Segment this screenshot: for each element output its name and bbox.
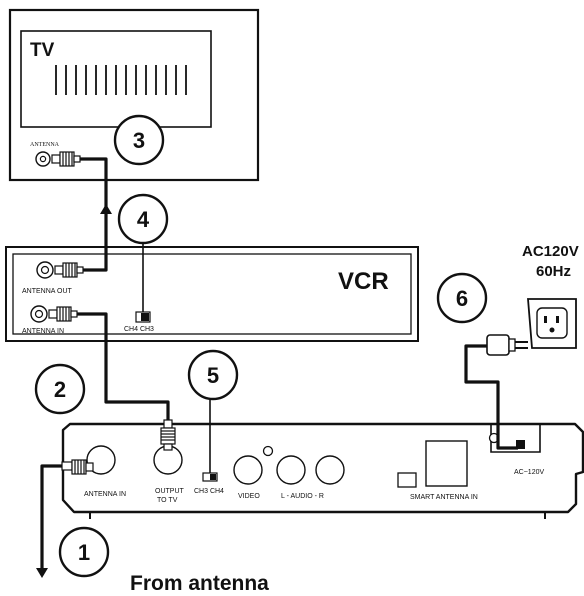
vcr-unit: VCR ANTENNA OUT ANTENNA IN bbox=[5, 246, 419, 342]
svg-text:5: 5 bbox=[207, 363, 219, 388]
svg-text:4: 4 bbox=[137, 207, 150, 232]
cable-power bbox=[464, 344, 518, 450]
receiver-video-jack-icon bbox=[233, 455, 263, 485]
step-5-badge: 5 bbox=[187, 349, 239, 401]
step-4-badge: 4 bbox=[117, 193, 169, 245]
tv-unit: TV ANTENNA bbox=[8, 8, 260, 182]
power-spec-line1: AC120V bbox=[522, 243, 579, 260]
arrow-up-icon bbox=[100, 204, 112, 214]
receiver-small-port-icon bbox=[397, 472, 417, 488]
receiver-indicator-icon bbox=[262, 445, 274, 457]
step-badges: 1 2 3 4 5 6 bbox=[34, 114, 488, 578]
receiver-unit: ANTENNA IN OUTPUT TO TV CH3 CH4 VIDEO bbox=[61, 419, 584, 519]
receiver-in-coax-plug-icon bbox=[61, 459, 94, 475]
vcr-antenna-out-jack-icon bbox=[36, 261, 54, 279]
vcr-antenna-in-jack-icon bbox=[30, 305, 48, 323]
cables bbox=[40, 157, 518, 575]
wall-outlet-icon bbox=[527, 298, 577, 349]
tv-title: TV bbox=[30, 40, 55, 61]
from-antenna-caption: From antenna bbox=[130, 572, 269, 595]
vcr-switch-label: CH4 CH3 bbox=[124, 326, 154, 333]
tv-coax-plug-icon bbox=[51, 151, 81, 167]
cable-antenna-feed bbox=[40, 464, 62, 575]
cable-tv-to-vcr bbox=[80, 157, 108, 272]
receiver-video-label: VIDEO bbox=[238, 493, 260, 500]
svg-text:1: 1 bbox=[78, 540, 90, 565]
vcr-out-coax-plug-icon bbox=[54, 262, 84, 278]
arrowheads bbox=[36, 204, 112, 578]
receiver-power-label: AC~120V bbox=[514, 469, 544, 476]
vcr-in-coax-plug-icon bbox=[48, 306, 78, 322]
switch-pointer-lines bbox=[142, 236, 211, 473]
vcr-antenna-in-label: ANTENNA IN bbox=[22, 328, 64, 335]
receiver-output-label-2: TO TV bbox=[157, 497, 178, 504]
step-6-badge: 6 bbox=[436, 272, 488, 324]
receiver-antenna-in-jack-icon bbox=[86, 445, 116, 475]
tv-antenna-label: ANTENNA bbox=[30, 142, 60, 148]
receiver-audio-left-jack-icon bbox=[276, 455, 306, 485]
step-2-badge: 2 bbox=[34, 363, 86, 415]
receiver-out-coax-plug-icon bbox=[160, 419, 176, 451]
receiver-switch-label: CH3 CH4 bbox=[194, 488, 224, 495]
svg-text:3: 3 bbox=[133, 128, 145, 153]
step-3-badge: 3 bbox=[113, 114, 165, 166]
receiver-output-label-1: OUTPUT bbox=[155, 488, 185, 495]
step-1-badge: 1 bbox=[58, 526, 110, 578]
power-spec-line2: 60Hz bbox=[536, 263, 571, 280]
vcr-channel-switch-icon bbox=[135, 311, 151, 323]
power-plug-icon bbox=[486, 334, 528, 356]
receiver-smart-antenna-label: SMART ANTENNA IN bbox=[410, 494, 478, 501]
receiver-smart-antenna-port-icon bbox=[425, 440, 468, 487]
receiver-antenna-in-label: ANTENNA IN bbox=[84, 491, 126, 498]
cable-vcr-to-receiver bbox=[77, 312, 170, 420]
svg-text:6: 6 bbox=[456, 286, 468, 311]
receiver-audio-label: L - AUDIO - R bbox=[281, 493, 324, 500]
vcr-antenna-out-label: ANTENNA OUT bbox=[22, 288, 73, 295]
vcr-title: VCR bbox=[338, 268, 389, 295]
tv-screen-lines-icon bbox=[55, 65, 187, 95]
receiver-channel-switch-icon bbox=[202, 472, 218, 482]
receiver-audio-right-jack-icon bbox=[315, 455, 345, 485]
svg-text:2: 2 bbox=[54, 377, 66, 402]
arrow-up-icon bbox=[36, 568, 48, 578]
tv-antenna-jack-icon bbox=[35, 151, 51, 167]
